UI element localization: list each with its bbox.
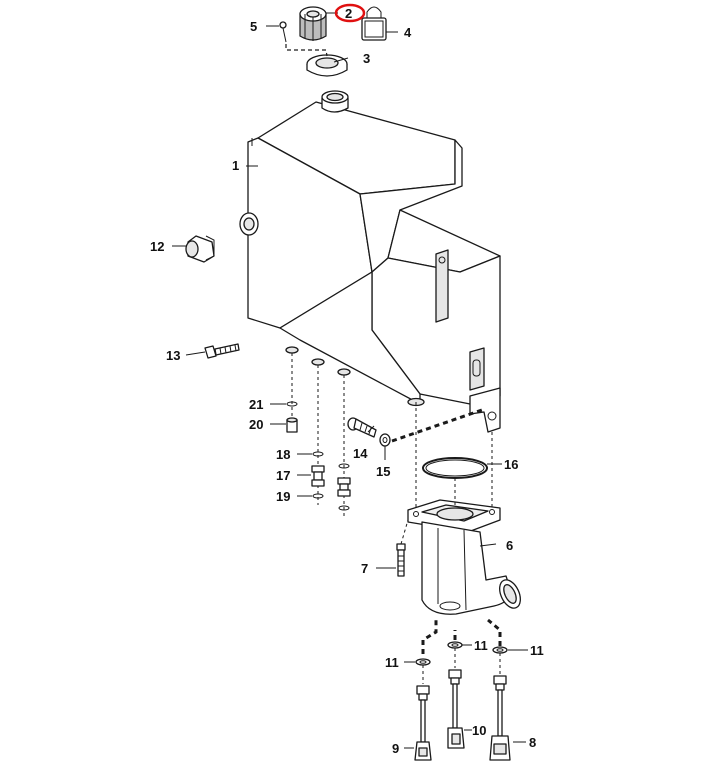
callout-18: 18	[276, 447, 290, 462]
reservoir-tank	[239, 90, 501, 433]
leader-lines	[172, 12, 528, 749]
lanyard-pin	[279, 21, 328, 57]
callout-2: 2	[345, 6, 352, 21]
callout-6: 6	[506, 538, 513, 553]
callout-1: 1	[232, 158, 239, 173]
callout-8: 8	[529, 735, 536, 750]
filler-cap	[299, 6, 327, 41]
callout-13: 13	[166, 348, 180, 363]
fitting-column-right	[337, 375, 351, 516]
washer-right	[492, 646, 508, 654]
drain-plug	[185, 235, 215, 263]
callout-16: 16	[504, 457, 518, 472]
callout-3: 3	[363, 51, 370, 66]
bolt	[347, 417, 377, 438]
callout-9: 9	[392, 741, 399, 756]
callout-5: 5	[250, 19, 257, 34]
cap-seal-ring	[306, 54, 348, 77]
washer-left	[415, 658, 431, 666]
callout-14: 14	[353, 446, 368, 461]
washer	[379, 433, 391, 447]
housing-screw	[396, 519, 409, 577]
callout-20: 20	[249, 417, 263, 432]
callout-11-left: 11	[385, 655, 399, 670]
callout-11-middle: 11	[474, 638, 488, 653]
callout-15: 15	[376, 464, 390, 479]
sensor-right	[489, 675, 511, 761]
fitting-column-left	[286, 353, 298, 433]
sensor-middle	[447, 669, 465, 749]
callout-2-highlight-ring	[334, 3, 366, 23]
elbow-housing	[407, 499, 521, 615]
callout-12: 12	[150, 239, 164, 254]
filler-neck	[321, 90, 349, 113]
mounting-screw	[204, 343, 240, 359]
callout-7: 7	[361, 561, 368, 576]
padlock	[361, 6, 387, 41]
callout-17: 17	[276, 468, 290, 483]
callout-19: 19	[276, 489, 290, 504]
callout-10: 10	[472, 723, 486, 738]
washer-middle	[447, 641, 463, 649]
callout-4: 4	[404, 25, 412, 40]
fitting-column-mid	[311, 365, 325, 505]
callout-21: 21	[249, 397, 263, 412]
o-ring-seal	[422, 457, 488, 479]
sensor-left	[414, 685, 432, 761]
callout-11-right: 11	[530, 643, 544, 658]
